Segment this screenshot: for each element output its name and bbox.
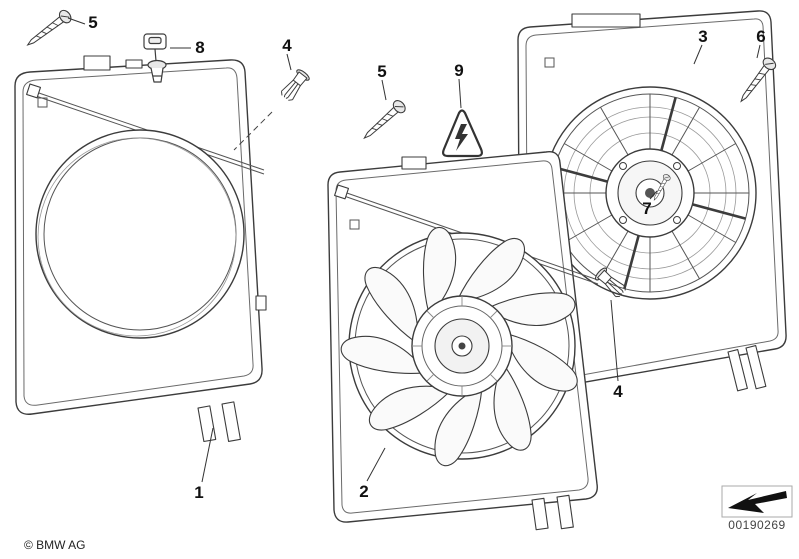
- screw-middle: [359, 97, 409, 144]
- callouts: 5 8 4 5 9 3 6 7 1 2 4: [88, 13, 765, 502]
- right-mount-legs: [727, 345, 767, 392]
- warning-triangle-icon: [442, 109, 483, 158]
- fan: [337, 222, 580, 470]
- left-mount-legs: [197, 401, 241, 443]
- fan-motor-hub: [411, 295, 513, 397]
- part-number-block: 00190269: [721, 485, 793, 532]
- screw-top-left: [23, 7, 74, 51]
- callout-2: 2: [359, 482, 368, 501]
- callout-7: 7: [642, 199, 651, 218]
- callout-4-right: 4: [613, 382, 623, 401]
- reference-dash-line: [233, 111, 273, 151]
- fan-guard: [543, 86, 757, 300]
- leader-lines: [67, 17, 761, 483]
- left-top-tabs: [83, 55, 143, 71]
- callout-8: 8: [195, 38, 204, 57]
- fan-shroud-empty: [14, 55, 267, 443]
- part-number-text: 00190269: [728, 518, 785, 532]
- fan-guard-assembly: [517, 10, 787, 392]
- right-frame-hole: [544, 57, 555, 68]
- middle-frame-hole: [349, 219, 360, 230]
- callout-4-top: 4: [282, 36, 292, 55]
- holder-clip: [143, 33, 167, 83]
- expanding-rivet-top: [278, 67, 312, 104]
- callout-6: 6: [756, 27, 765, 46]
- hub-bolt-holes: [619, 162, 681, 224]
- direction-arrow-icon: [728, 491, 787, 513]
- callout-3: 3: [698, 27, 707, 46]
- callout-1: 1: [194, 483, 203, 502]
- callout-5-mid: 5: [377, 62, 386, 81]
- middle-shroud-frame-inner: [335, 160, 589, 514]
- left-side-bracket: [255, 295, 267, 311]
- callout-9: 9: [454, 61, 463, 80]
- copyright-text: © BMW AG: [24, 538, 86, 552]
- right-shroud-frame-inner: [525, 18, 779, 384]
- right-top-bracket: [571, 13, 641, 28]
- left-shroud-frame-inner: [22, 67, 254, 406]
- shroud-opening: [35, 129, 245, 339]
- callout-5-left: 5: [88, 13, 97, 32]
- middle-top-tab: [401, 156, 427, 170]
- middle-mount-legs: [531, 494, 574, 531]
- fan-shroud-with-fan: [327, 151, 599, 531]
